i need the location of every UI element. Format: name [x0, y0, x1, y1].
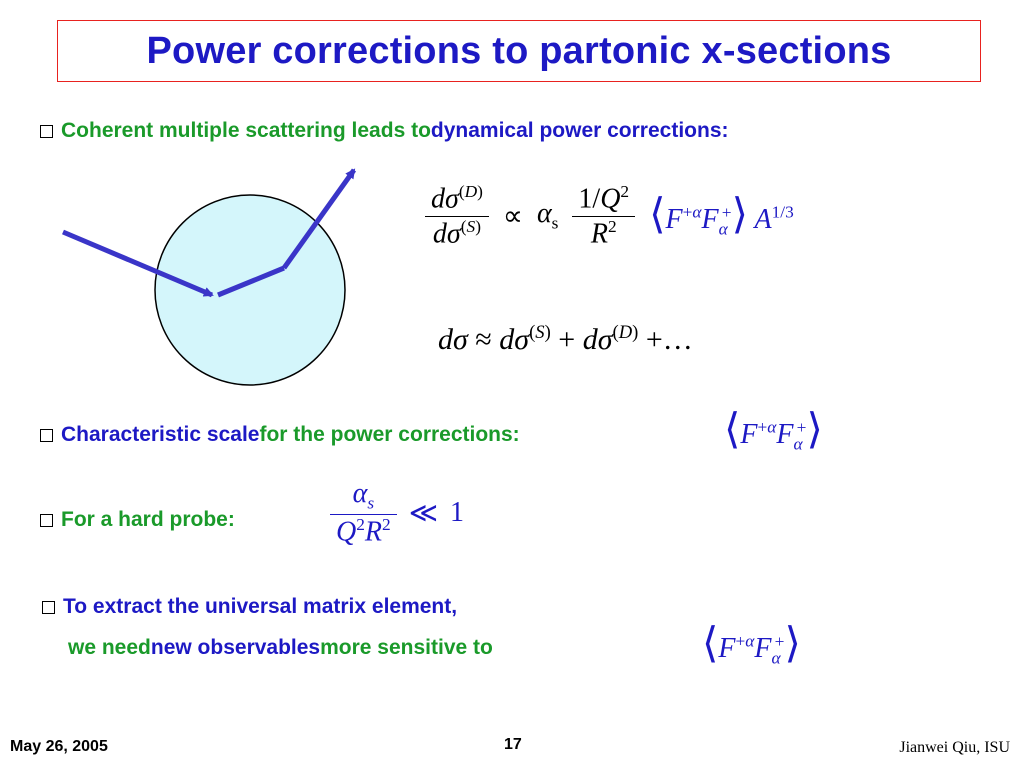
bullet-extract-matrix: To extract the universal matrix element, [42, 595, 457, 619]
matrix-element-1: ⟨F+αFα+⟩ A1/3 [649, 188, 794, 239]
bullet-1-text-b: dynamical power corrections: [430, 119, 729, 142]
checkbox-bullet-icon [40, 513, 53, 527]
incoming-parton-arrow [62, 229, 214, 298]
much-less-symbol: ≪ [408, 498, 439, 530]
title-frame: Power corrections to partonic x-sections [57, 20, 981, 82]
cross-section-ratio: dσ(D) dσ(S) [425, 182, 489, 251]
nucleus-circle [154, 194, 346, 386]
footer-page-number: 17 [504, 736, 522, 753]
bullet-characteristic-scale: Characteristic scale for the power corre… [40, 423, 520, 447]
hard-probe-fraction: αs Q2R2 [330, 478, 397, 549]
expansion-tail: +… [645, 323, 693, 356]
scattered-segment [217, 265, 285, 298]
matrix-element-2: ⟨F+αFα+⟩ [724, 404, 823, 454]
matrix-element-3: ⟨F+αFα+⟩ [702, 618, 801, 668]
scattering-diagram [62, 168, 357, 386]
proportional-symbol: ∝ [502, 201, 523, 233]
bullet-4-line1: To extract the universal matrix element, [63, 595, 458, 618]
bullet-coherent-scattering: Coherent multiple scattering leads to dy… [40, 119, 729, 143]
ratio-equation: dσ(D) dσ(S) ∝ αs 1/Q2 R2 ⟨F+αFα+⟩ A1/3 [425, 182, 794, 251]
bullet-4-line2c: more sensitive to [320, 636, 493, 659]
bullet-2-text-b: for the power corrections: [259, 423, 520, 446]
slide-title: Power corrections to partonic x-sections [146, 29, 892, 72]
scale-fraction: 1/Q2 R2 [572, 182, 636, 251]
hard-probe-condition: αs Q2R2 ≪ 1 [330, 478, 464, 549]
outgoing-parton-arrow [281, 168, 357, 270]
bullet-1-text-a: Coherent multiple scattering leads to [61, 119, 431, 142]
checkbox-bullet-icon [40, 124, 53, 138]
bullet-4-line2b: new observables [150, 636, 321, 659]
expansion-equation: dσ ≈ dσ(S) + dσ(D) +… [438, 322, 693, 356]
checkbox-bullet-icon [40, 428, 53, 442]
footer-author: Jianwei Qiu, ISU [899, 739, 1010, 756]
bullet-3-text: For a hard probe: [61, 508, 235, 531]
a-exponent: 1/3 [771, 202, 794, 222]
bullet-2-text-a: Characteristic scale [61, 423, 260, 446]
bullet-4-line2a: we need [68, 636, 151, 659]
footer-date: May 26, 2005 [10, 738, 108, 755]
checkbox-bullet-icon [42, 600, 55, 614]
bullet-hard-probe: For a hard probe: [40, 508, 235, 532]
hard-probe-value: 1 [450, 497, 465, 529]
bullet-4-line2: we need new observables more sensitive t… [68, 636, 493, 660]
